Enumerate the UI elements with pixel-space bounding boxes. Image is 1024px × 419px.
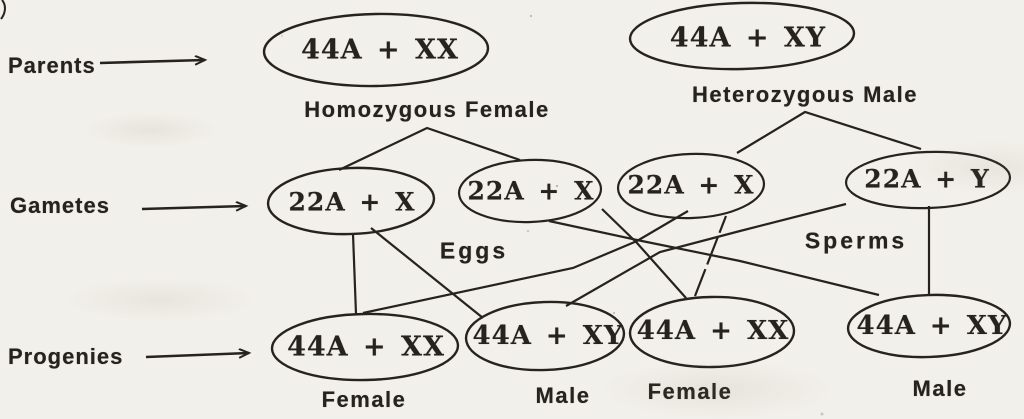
progeny1-genotype: 44A + XX [287, 331, 445, 363]
line-sperm-x-to-progeny1 [362, 210, 689, 315]
progeny3-genotype: 44A + XX [636, 316, 790, 346]
gamete-egg1-genotype: 22A + X [288, 187, 416, 217]
line-egg2-to-progeny4 [548, 219, 880, 297]
progeny2-sex-label: Male [535, 383, 591, 408]
scan-corner-mark [0, 0, 6, 20]
progeny1-ellipse [270, 312, 460, 382]
row-label-parents: Parents [8, 53, 96, 78]
line-egg1-to-progeny2 [370, 227, 484, 319]
gamete-egg2-ellipse [457, 158, 603, 224]
parent-female-ellipse [262, 12, 490, 88]
progeny2-ellipse [464, 300, 626, 372]
progeny2-genotype: 44A + XY [472, 321, 624, 351]
parents-arrow [99, 60, 205, 63]
branch-male-to-sperms [736, 110, 922, 154]
gamete-sperm-x-ellipse [616, 152, 766, 220]
gamete-sperm-y-genotype: 22A + Y [864, 164, 990, 194]
progeny3-sex-label: Female [647, 379, 733, 404]
line-egg2-to-progeny3 [601, 208, 687, 299]
row-label-progenies: Progenies [8, 344, 124, 369]
sperms-label: Sperms [804, 227, 908, 254]
eggs-label: Eggs [439, 237, 509, 264]
branch-female-to-eggs [338, 126, 521, 171]
gamete-egg1-ellipse [266, 166, 436, 236]
progeny1-sex-label: Female [321, 387, 407, 412]
parent-male-ellipse [628, 1, 856, 71]
gametes-arrow [141, 206, 246, 209]
line-egg1-to-progeny1 [351, 233, 358, 315]
gamete-egg2-genotype: 22A + X [467, 176, 595, 206]
row-label-gametes: Gametes [10, 193, 110, 218]
line-sperm-x-to-progeny3 [693, 215, 728, 297]
parent-male-label: Heterozygous Male [692, 82, 918, 107]
parent-male-genotype: 44A + XY [669, 22, 827, 54]
gamete-sperm-x-genotype: 22A + X [627, 170, 755, 200]
progeny3-ellipse [628, 295, 796, 369]
parent-female-genotype: 44A + XX [301, 34, 459, 66]
line-sperm-y-to-progeny2 [565, 202, 847, 307]
parent-female-label: Homozygous Female [304, 97, 550, 122]
progenies-arrow [145, 353, 249, 357]
progeny4-genotype: 44A + XY [856, 311, 1008, 341]
progeny4-sex-label: Male [912, 376, 968, 401]
